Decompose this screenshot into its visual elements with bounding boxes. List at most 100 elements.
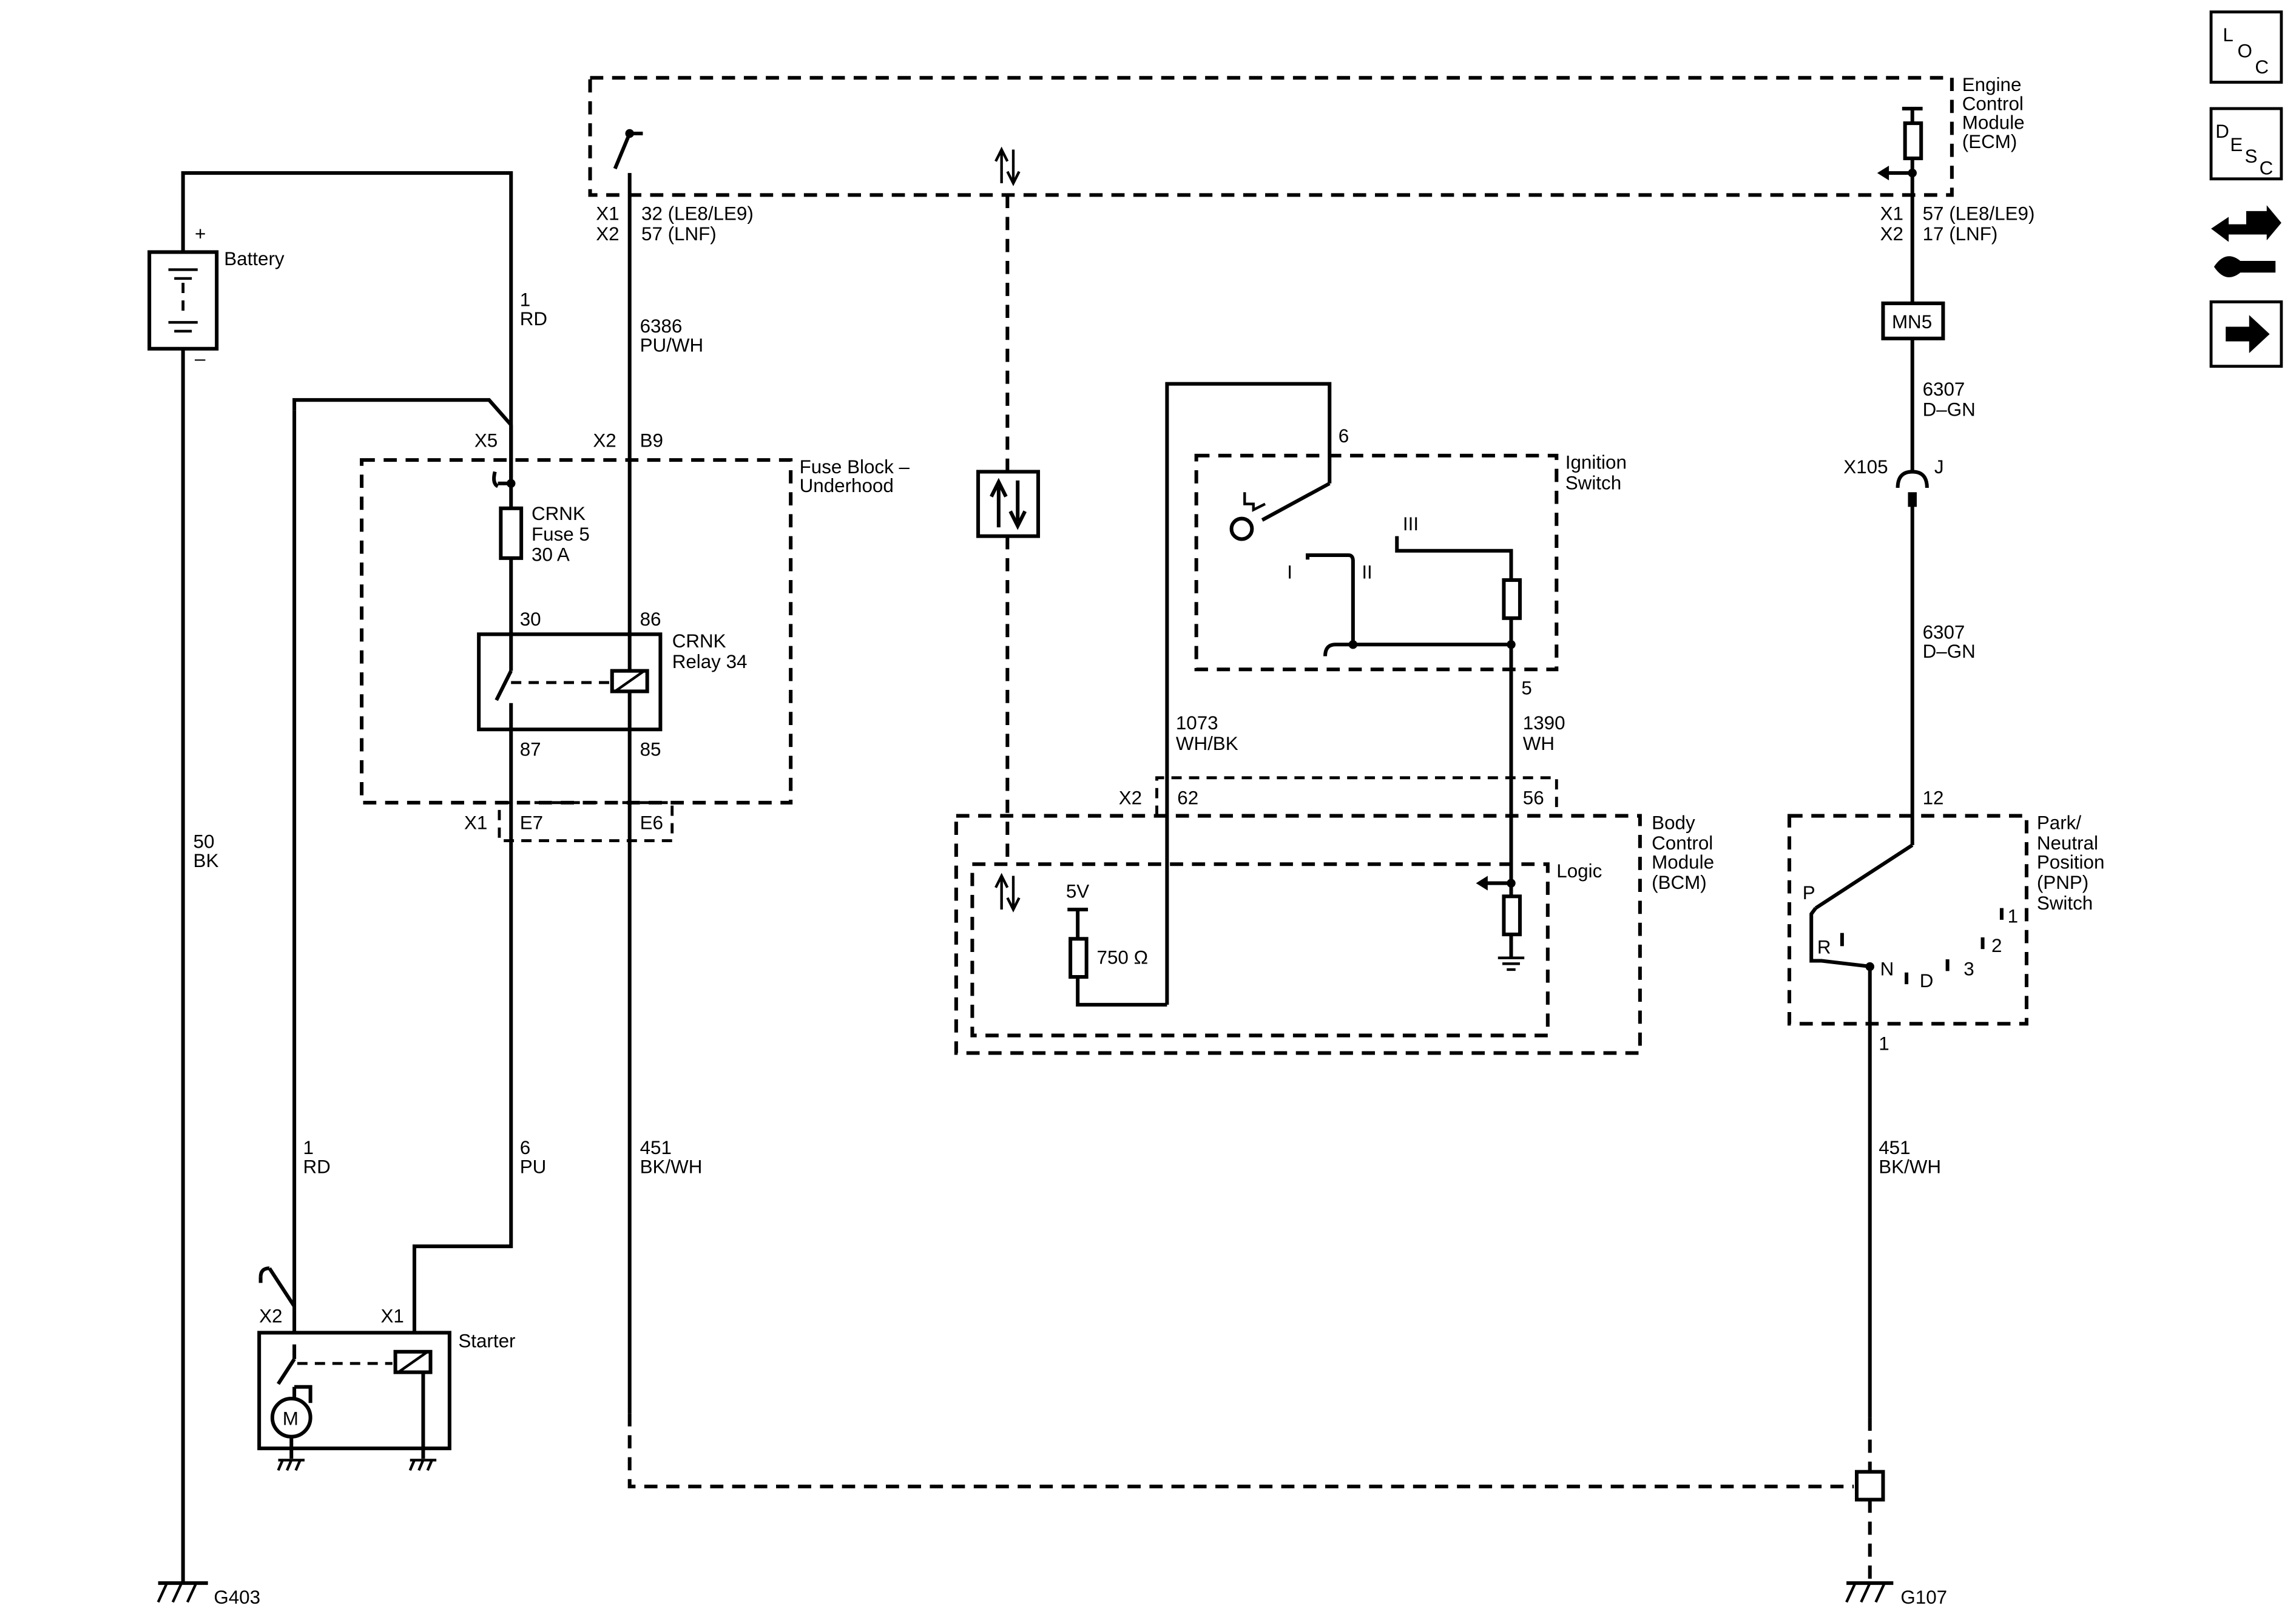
ign-pos-I: I [1287,562,1292,583]
g403-label: G403 [214,1587,260,1608]
starter-motor-label: M [283,1408,299,1429]
wire-6-number: 6 [520,1137,530,1158]
ground-g107: G107 [1845,1581,1947,1608]
wire-1-color: RD [520,308,547,329]
wire-6307b-number: 6307 [1923,622,1965,643]
ecm-label-3: Module [1962,112,2025,133]
ecm-left-x2: X2 [596,223,619,245]
wire-1-number: 1 [520,289,530,311]
relay-pin-85: 85 [640,739,661,760]
pnp-pos-D: D [1920,970,1934,991]
next-page-arrow-icon[interactable] [2209,300,2283,368]
ground-splice-block [1855,1470,1885,1502]
wire-6307b-color: D–GN [1923,641,1976,662]
fb-e6: E6 [640,812,663,833]
wire-6-pu [412,729,513,1355]
pnp-pos-3: 3 [1963,959,1974,980]
desc-s: S [2245,146,2258,167]
wire-451-splice-dashed [627,1413,1854,1488]
bcm-750-ohm: 750 Ω [1097,947,1148,968]
location-button[interactable]: L O C [2209,10,2283,84]
battery: + – Battery [147,223,285,369]
wire-6-color: PU [520,1156,547,1177]
bcm-label-3: Module [1652,851,1714,873]
wire-6386-number: 6386 [640,316,683,337]
crnk-fuse-5: CRNK Fuse 5 30 A [499,503,590,565]
pnp-label-5: Switch [2037,893,2093,914]
loc-c: C [2255,56,2269,78]
pnp-label-2: Neutral [2037,832,2098,854]
relay-pin-30: 30 [520,609,541,630]
battery-minus: – [195,348,206,369]
mn5-label: MN5 [1892,311,1932,333]
wire-6386-color: PU/WH [640,335,704,356]
ign-label-2: Switch [1565,472,1621,493]
wire-451b-color: BK/WH [1879,1156,1941,1177]
x105-label: X105 [1843,456,1888,478]
ign-pin-5: 5 [1521,677,1531,698]
fb-x1: X1 [464,812,487,833]
fb-x2: X2 [593,430,616,451]
battery-plus: + [195,223,206,245]
serial-data-symbol [976,470,1041,538]
starter-x2: X2 [259,1306,282,1327]
bcm-logic-label: Logic [1556,860,1602,882]
battery-label: Battery [224,248,285,269]
bcm-x2: X2 [1119,787,1142,808]
bcm-pin-62: 62 [1177,787,1198,808]
pnp-pos-R: R [1817,936,1831,957]
pnp-pos-N: N [1880,959,1894,980]
connector-repair-icon[interactable] [2211,205,2281,277]
wire-6307a-number: 6307 [1923,379,1965,400]
bcm-5v: 5V [1066,881,1089,902]
relay-label-1: CRNK [672,630,726,652]
ignition-switch: Ignition Switch 6 I II III 5 [1165,382,1627,1005]
pnp-pos-1: 1 [2008,906,2018,927]
pnp-pin-12: 12 [1923,787,1944,808]
pnp-pos-2: 2 [1991,935,2002,956]
ground-g403: G403 [157,1581,260,1608]
fb-b9: B9 [640,430,663,451]
g107-label: G107 [1900,1587,1947,1608]
fb-e7: E7 [520,812,543,833]
crnk-relay-34: 30 86 87 85 CRNK Relay 34 [477,609,748,760]
loc-l: L [2223,24,2233,46]
pnp-pin-1: 1 [1879,1033,1889,1055]
pnp-label-1: Park/ [2037,812,2081,833]
ecm-label-2: Control [1962,93,2024,114]
fuse-label-3: 30 A [532,544,570,565]
ecm-label-4: (ECM) [1962,131,2017,152]
wire-451a-color: BK/WH [640,1156,703,1177]
description-button[interactable]: D E S C [2209,107,2283,181]
bcm-label-1: Body [1652,812,1695,833]
mn5-splice: MN5 [1881,301,1945,340]
relay-pin-87: 87 [520,739,541,760]
wire-1b-number: 1 [303,1137,314,1158]
bcm-pin-56: 56 [1523,787,1544,808]
wire-1390-number: 1390 [1523,712,1565,734]
wire-1073-number: 1073 [1176,712,1218,734]
wire-451b-number: 451 [1879,1137,1910,1158]
ecm-label-1: Engine [1962,74,2022,95]
fuse-label-1: CRNK [532,503,586,524]
wire-6307a-color: D–GN [1923,399,1976,420]
ecm-right-x2-pin: 17 (LNF) [1923,223,1998,245]
wire-1073-color: WH/BK [1176,733,1238,754]
bcm-label-2: Control [1652,832,1713,854]
desc-d: D [2215,121,2229,142]
fuse-block-underhood: Fuse Block – Underhood [360,456,910,805]
wire-50-color: BK [194,850,219,871]
ign-pos-II: II [1362,562,1372,583]
bcm-module: X2 62 56 Body Control Module (BCM) Logic… [954,776,1714,1055]
starter-label: Starter [458,1331,515,1352]
relay-label-2: Relay 34 [672,651,748,672]
ign-label-1: Ignition [1565,452,1627,473]
wire-451a-number: 451 [640,1137,672,1158]
ecm-right-x2: X2 [1880,223,1903,245]
desc-e: E [2230,134,2243,155]
pnp-switch: Park/ Neutral Position (PNP) Switch 12 P… [1787,787,2104,1026]
desc-c: C [2260,158,2274,179]
wire-50-number: 50 [194,831,215,852]
fb-x5: X5 [474,430,498,451]
